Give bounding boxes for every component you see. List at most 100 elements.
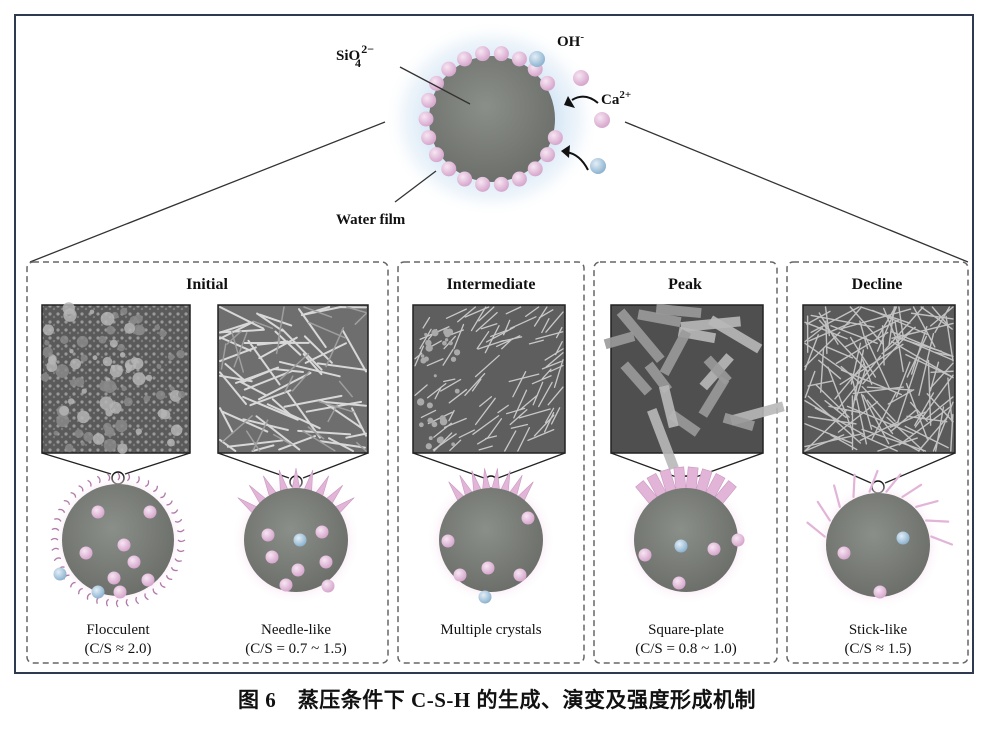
silicate-label: SiO2−4 — [336, 42, 374, 70]
silicate-pointer — [399, 66, 471, 105]
calcium-ion — [321, 579, 335, 593]
calcium-ion — [672, 576, 686, 590]
calcium-ion — [731, 533, 745, 547]
sem-micrographs — [40, 302, 956, 471]
morphology-name-needle: Needle-like — [261, 622, 331, 638]
silicate-ion — [457, 171, 473, 187]
silicate-ion — [475, 46, 491, 62]
silicate-ion — [493, 176, 509, 192]
zoom-line — [497, 452, 566, 479]
zoom-line — [41, 452, 112, 475]
hydroxide-label: OH- — [557, 31, 584, 50]
fan-line-left — [29, 121, 386, 263]
zoom-line — [802, 452, 872, 484]
calcium-ion — [79, 546, 93, 560]
calcium-ion — [638, 548, 652, 562]
calcium-ion — [521, 511, 535, 525]
calcium-ion — [127, 555, 141, 569]
silicate-ion — [418, 111, 434, 127]
silicate-ion — [540, 75, 556, 91]
silicate-ion — [540, 147, 556, 163]
calcium-ion — [117, 538, 131, 552]
hydroxide-ion — [896, 531, 910, 545]
hydroxide-ion — [293, 533, 307, 547]
particle-surface — [806, 469, 954, 546]
silicate-ion — [457, 51, 473, 67]
arrow-icon — [571, 95, 599, 104]
particle-core — [429, 56, 555, 182]
zoom-line — [884, 452, 956, 484]
sem-image-flocculent — [40, 302, 191, 454]
morphology-ratio-plate: (C/S = 0.8 ~ 1.0) — [635, 641, 737, 657]
stage-box-initial — [26, 261, 389, 664]
silicate-ion — [547, 130, 563, 146]
particle-core — [634, 488, 738, 592]
morphology-ratio-flocculent: (C/S ≈ 2.0) — [85, 641, 152, 657]
fan-line-right — [624, 121, 969, 263]
stage-box-peak — [593, 261, 778, 664]
stage-title-decline: Decline — [852, 276, 903, 293]
calcium-ion — [107, 571, 121, 585]
sem-image-plate — [603, 303, 785, 471]
calcium-ion — [873, 585, 887, 599]
calcium-ion — [279, 578, 293, 592]
stage-title-intermediate: Intermediate — [447, 276, 536, 293]
calcium-label: Ca2+ — [601, 89, 631, 108]
particle-models — [41, 452, 956, 609]
hydroxide-ion — [674, 539, 688, 553]
hydroxide-ion — [590, 158, 606, 174]
silicate-ion — [441, 161, 457, 177]
silicate-ion — [421, 130, 437, 146]
water-film-label: Water film — [336, 212, 406, 228]
silicate-ion — [493, 46, 509, 62]
zoom-line — [302, 452, 369, 479]
silicate-ion — [527, 161, 543, 177]
morphology-name-flocculent: Flocculent — [86, 622, 150, 638]
calcium-ion — [573, 70, 589, 86]
calcium-ion — [315, 525, 329, 539]
particle-surface — [635, 466, 737, 505]
hydroxide-ion — [478, 590, 492, 604]
calcium-ion — [594, 112, 610, 128]
stage-box-decline — [786, 261, 969, 664]
calcium-ion — [837, 546, 851, 560]
calcium-ion — [441, 534, 455, 548]
hydroxide-ion — [529, 51, 545, 67]
figure-caption: 图 6 蒸压条件下 C-S-H 的生成、演变及强度形成机制 — [238, 688, 756, 712]
silicate-ion — [428, 75, 444, 91]
morphology-ratio-needle: (C/S = 0.7 ~ 1.5) — [245, 641, 347, 657]
arrowhead-icon — [561, 145, 570, 158]
water-film-pointer — [394, 170, 437, 203]
calcium-ion — [113, 585, 127, 599]
morphology-name-stick: Stick-like — [849, 622, 908, 638]
stage-title-peak: Peak — [668, 276, 702, 293]
calcium-ion — [707, 542, 721, 556]
calcium-ion — [319, 555, 333, 569]
silicate-ion — [421, 92, 437, 108]
silicate-ion — [511, 171, 527, 187]
particle-core — [826, 493, 930, 597]
silicate-ion — [441, 61, 457, 77]
morphology-name-multiple: Multiple crystals — [440, 622, 541, 638]
calcium-ion — [291, 563, 305, 577]
sem-image-stick — [802, 304, 956, 454]
calcium-ion — [143, 505, 157, 519]
morphology-labels: Flocculent (C/S ≈ 2.0) Needle-like (C/S … — [85, 622, 912, 657]
calcium-ion — [513, 568, 527, 582]
silicate-ion — [511, 51, 527, 67]
silicate-ion — [428, 147, 444, 163]
morphology-ratio-stick: (C/S ≈ 1.5) — [845, 641, 912, 657]
calcium-ion — [453, 568, 467, 582]
silicate-ion — [475, 176, 491, 192]
particle-surface — [237, 467, 355, 515]
morphology-name-plate: Square-plate — [648, 622, 724, 638]
stage-boxes: Initial Intermediate Peak Decline — [26, 261, 969, 664]
stage-title-initial: Initial — [186, 276, 228, 293]
particle-core — [439, 488, 543, 592]
sem-image-multiple — [412, 304, 566, 454]
calcium-ion — [481, 561, 495, 575]
hydroxide-ion — [53, 567, 67, 581]
top-particle: SiO2−4 OH- Ca2+ Water film — [29, 21, 969, 263]
zoom-line — [124, 452, 191, 475]
